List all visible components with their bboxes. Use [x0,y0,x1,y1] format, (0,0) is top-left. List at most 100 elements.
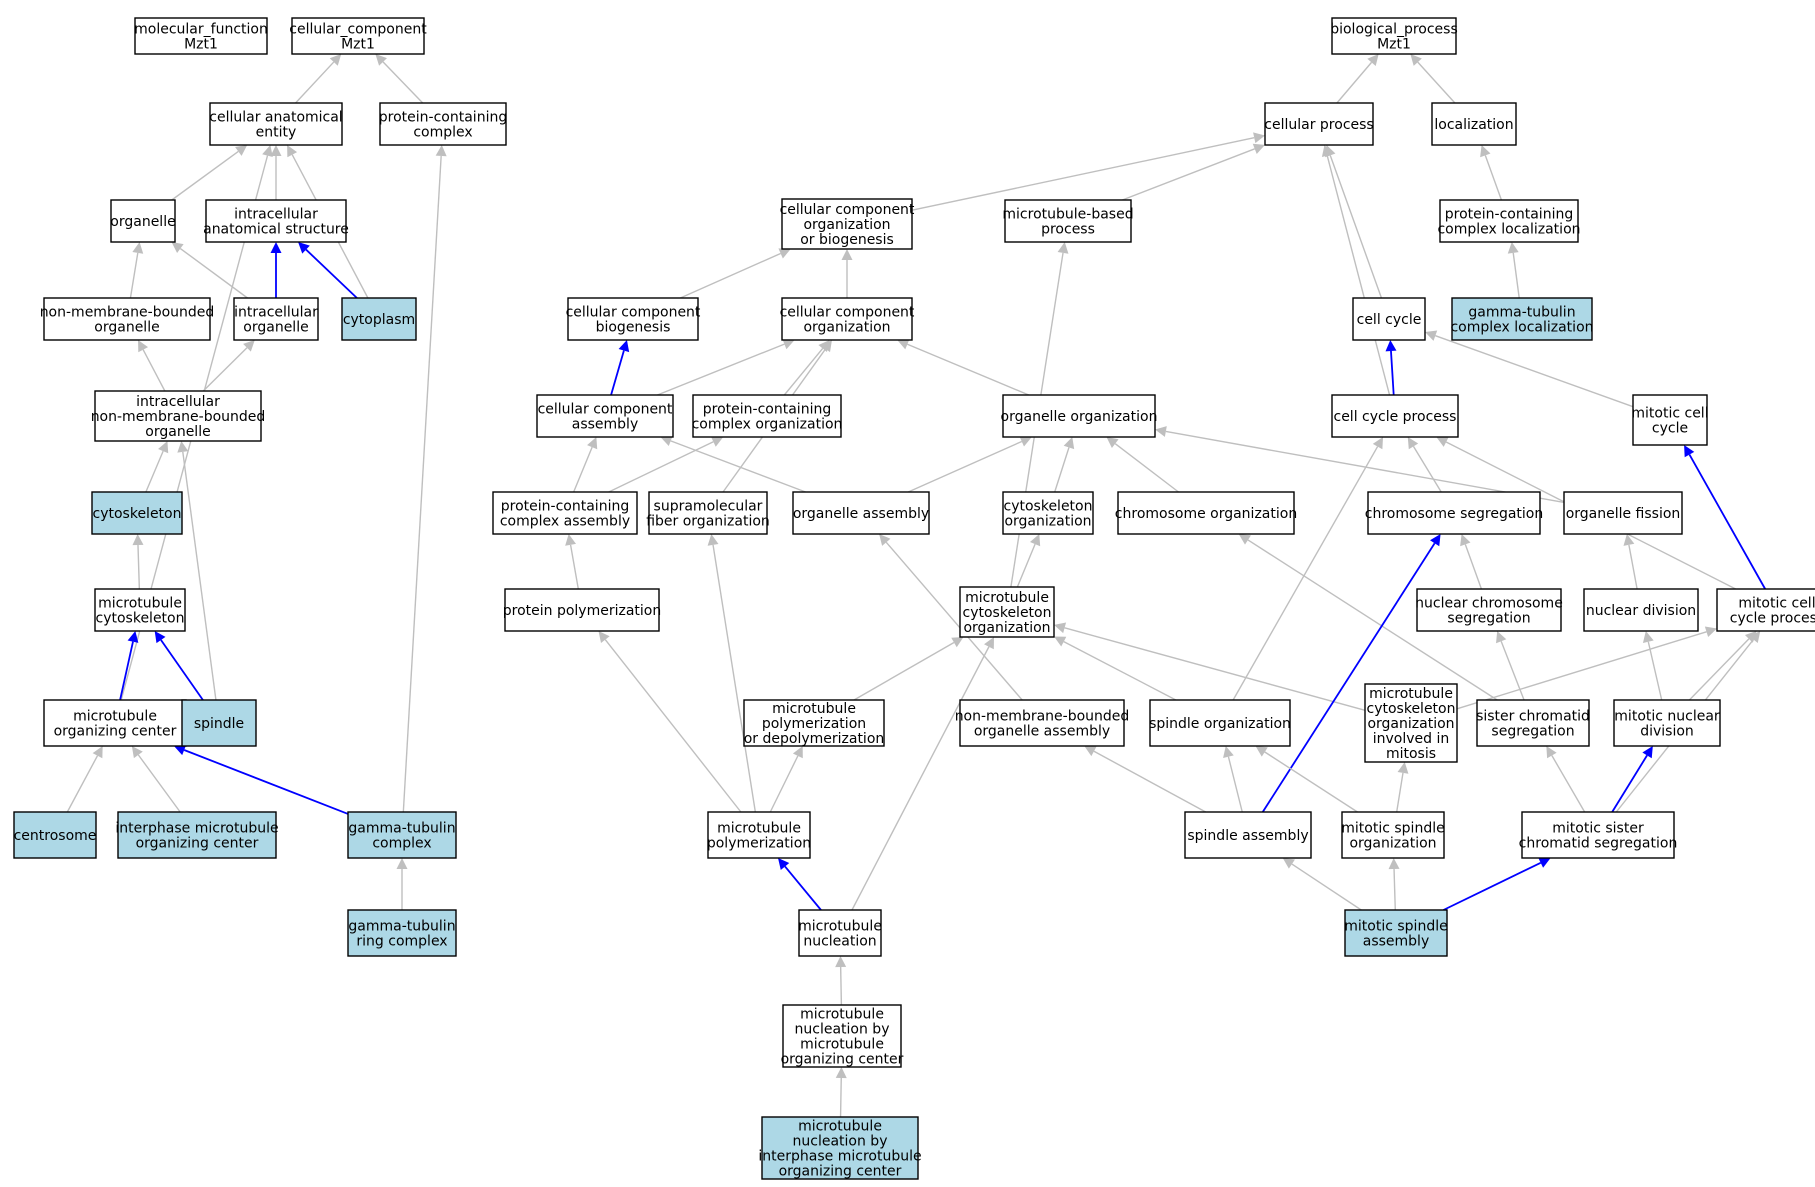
term-label-line: microtubule [798,919,882,935]
term-node-pp[interactable]: protein polymerization [503,588,661,632]
term-box [1004,199,1132,243]
term-label-line: intracellular [136,394,220,410]
term-box [743,699,885,747]
term-node-nd[interactable]: nuclear division [1583,588,1699,632]
term-node-of[interactable]: organelle fission [1563,491,1683,535]
arrowhead [1223,746,1234,759]
edge-mnmtoc-to-mn [839,966,843,1006]
arrowhead [1538,857,1551,868]
term-box [1416,588,1562,632]
arrowhead [270,145,282,156]
arrowhead [707,534,719,546]
term-node-cp[interactable]: cellular process [1264,102,1374,146]
term-node-loc[interactable]: localization [1431,102,1517,146]
term-node-mcskom[interactable]: microtubulecytoskeletonorganizationinvol… [1364,683,1458,763]
term-node-cyto[interactable]: cytoplasm [341,297,417,341]
edge-io-to-org [179,247,248,299]
term-label-line: microtubule [798,1119,882,1135]
term-box [1002,394,1156,438]
arrowhead [1084,746,1097,757]
edge-loc-to-bp [1417,61,1456,104]
term-node-oa[interactable]: organelle assembly [792,491,930,535]
term-node-ccp[interactable]: cell cycle process [1331,394,1459,438]
edge-sa-to-cs [1261,542,1436,813]
arrowhead [1749,631,1761,644]
term-node-inmbo[interactable]: intracellularnon-membrane-boundedorganel… [91,390,266,442]
term-box [1613,699,1721,747]
arrowhead [138,340,149,353]
term-node-co[interactable]: chromosome organization [1115,491,1297,535]
term-node-centro[interactable]: centrosome [13,811,97,859]
term-box [347,909,457,957]
term-label-line: mitotic nuclear [1614,709,1720,725]
edge-pcc-to-cc [382,61,424,104]
term-node-csk[interactable]: cytoskeleton [91,491,183,535]
arrowhead [1255,746,1268,757]
term-node-sa[interactable]: spindle assembly [1184,811,1312,859]
term-label-line: organizing center [136,836,259,852]
term-box [567,297,699,341]
term-box [1521,811,1675,859]
arrowhead [1684,445,1695,458]
term-node-oo[interactable]: organelle organization [1001,394,1158,438]
arrowhead [587,437,598,450]
term-node-spindle[interactable]: spindle [181,699,257,747]
term-node-cc2[interactable]: cell cycle [1352,297,1426,341]
term-node-cs[interactable]: chromosome segregation [1365,491,1544,535]
arrowhead [1054,636,1067,647]
term-label-line: complex [372,836,431,852]
arrowhead [1321,145,1333,158]
edge-mn-to-mp [784,865,822,911]
term-label-line: complex organization [692,417,843,433]
term-label-line: organizing center [54,724,177,740]
edge-mcsko-to-csko [1016,543,1036,588]
term-node-so[interactable]: spindle organization [1149,699,1291,747]
term-box [1331,394,1459,438]
arrowhead [984,637,994,650]
term-label-line: complex [413,125,472,141]
term-label-line: biogenesis [596,320,671,336]
term-node-org[interactable]: organelle [110,199,176,243]
term-label-line: Mzt1 [184,37,218,53]
term-label-line: microtubule [98,596,182,612]
